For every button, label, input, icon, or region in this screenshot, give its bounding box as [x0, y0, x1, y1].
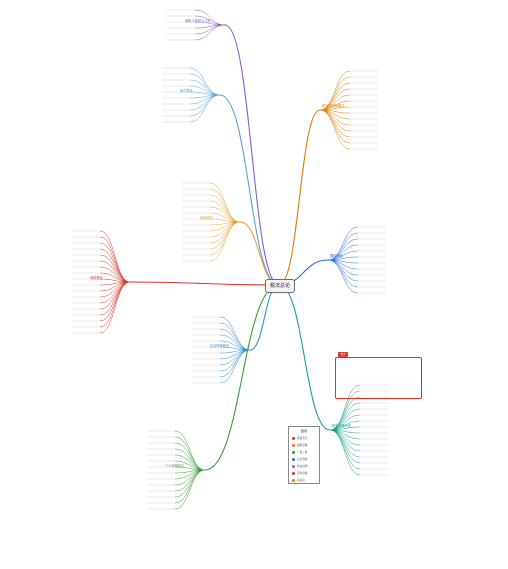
legend-item: 历年真题: [292, 471, 319, 475]
highlight-tag: 重点: [338, 352, 348, 357]
legend-item: 补充说明: [292, 464, 319, 468]
branch-b3[interactable]: 增值税法: [200, 216, 213, 220]
legend-label: 历年真题: [297, 472, 308, 475]
legend-label: 一般了解: [297, 451, 308, 454]
legend-dot-icon: [292, 478, 295, 482]
legend-panel: 图例 重要考点理解掌握一般了解记忆内容补充说明历年真题易错点: [288, 426, 320, 484]
branch-b8[interactable]: 国际税收: [330, 254, 343, 258]
legend-label: 理解掌握: [297, 444, 308, 447]
legend-dot-icon: [292, 464, 295, 468]
branch-b2[interactable]: 税法要素: [180, 89, 193, 93]
legend-label: 补充说明: [297, 465, 308, 468]
branch-b6[interactable]: 个人所得税法: [165, 464, 185, 468]
legend-dot-icon: [292, 436, 295, 440]
highlight-box: [335, 357, 422, 399]
branch-b1[interactable]: 纳税人权利与义务: [185, 19, 211, 23]
legend-dot-icon: [292, 457, 295, 461]
legend-dot-icon: [292, 450, 295, 454]
root-node[interactable]: 税法总论: [265, 279, 295, 293]
legend-dot-icon: [292, 443, 295, 447]
legend-label: 记忆内容: [297, 458, 308, 461]
branch-b4[interactable]: 消费税法: [90, 276, 103, 280]
legend-label: 易错点: [297, 479, 305, 482]
legend-item: 重要考点: [292, 436, 319, 440]
legend-item: 一般了解: [292, 450, 319, 454]
legend-rows: 重要考点理解掌握一般了解记忆内容补充说明历年真题易错点: [289, 436, 319, 482]
legend-dot-icon: [292, 471, 295, 475]
branch-b9[interactable]: 税收法律责任: [332, 424, 352, 428]
branch-b5[interactable]: 企业所得税法: [210, 344, 230, 348]
legend-item: 理解掌握: [292, 443, 319, 447]
legend-title: 图例: [300, 429, 307, 433]
legend-item: 易错点: [292, 478, 319, 482]
legend-label: 重要考点: [297, 437, 308, 440]
legend-item: 记忆内容: [292, 457, 319, 461]
branch-b7[interactable]: 税收征收管理法: [322, 104, 345, 108]
